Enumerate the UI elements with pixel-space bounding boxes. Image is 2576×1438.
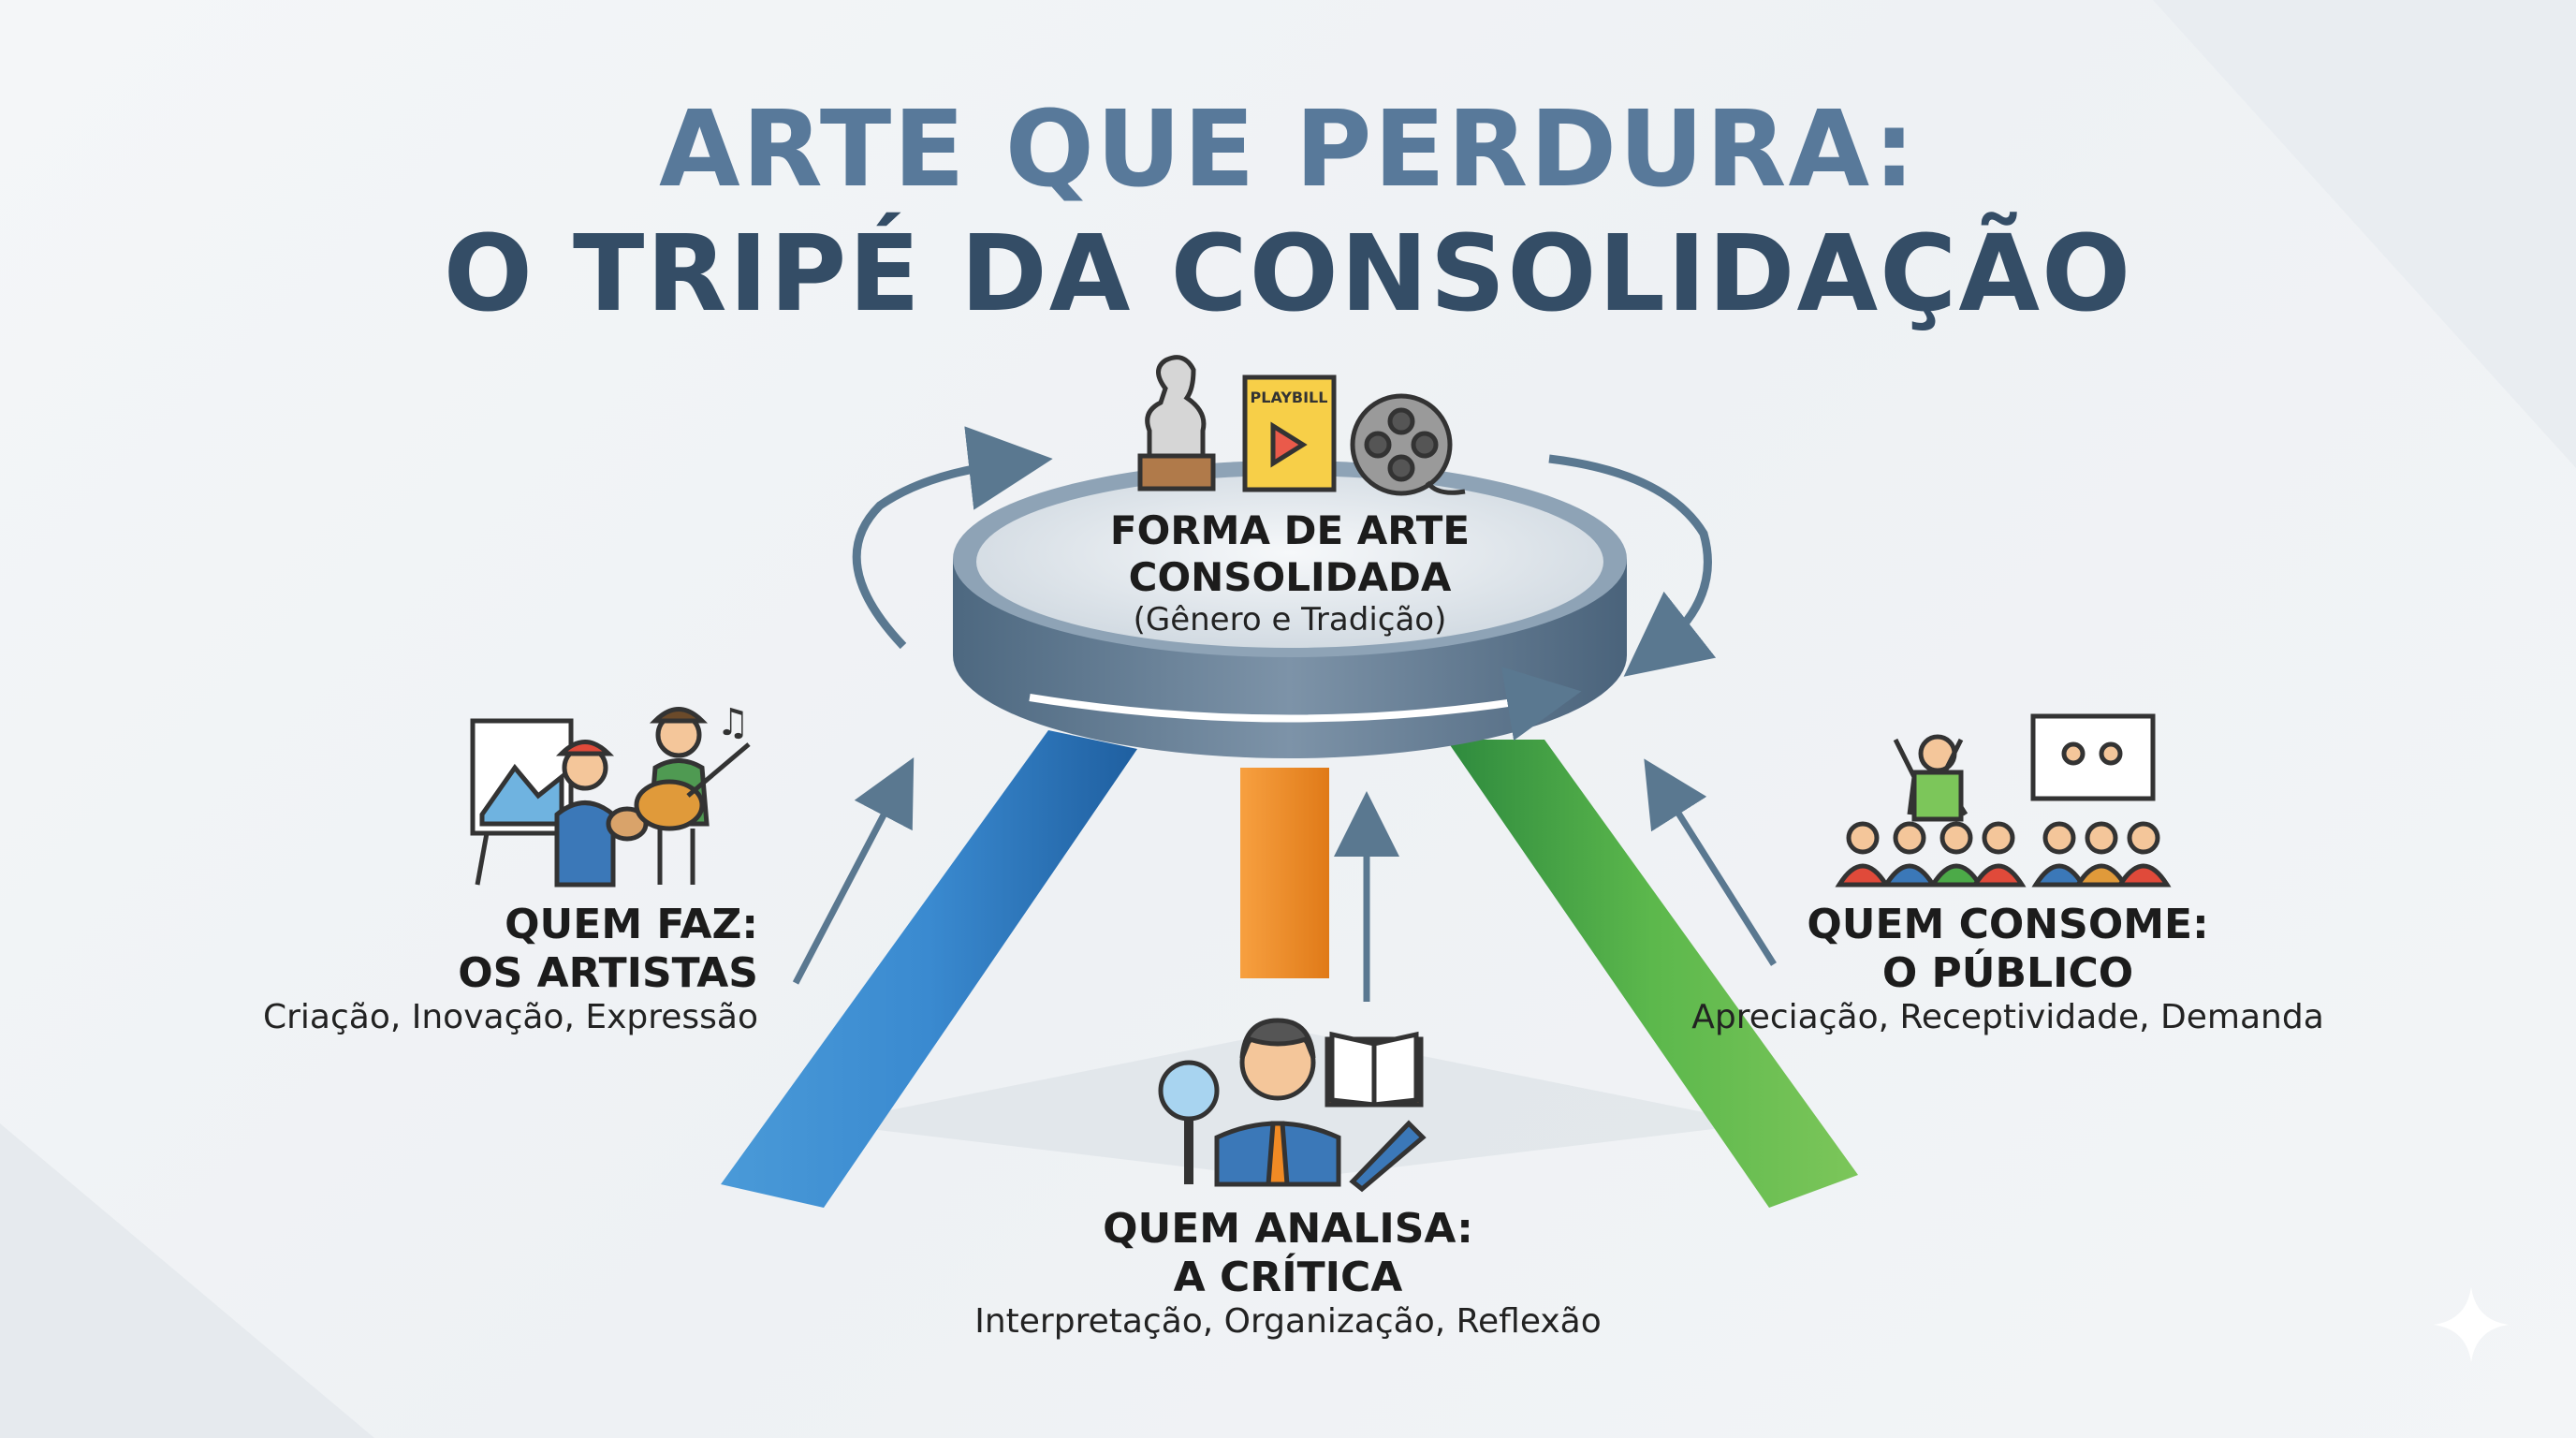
critics-heading-1: QUEM ANALISA: <box>1103 1205 1473 1253</box>
critic-icon <box>1158 1018 1341 1187</box>
background-facet <box>2153 0 2576 468</box>
cycle-arrow-right <box>1548 454 1717 677</box>
svg-text:PLAYBILL: PLAYBILL <box>1251 389 1328 406</box>
audience-subtitle: Apreciação, Receptividade, Demanda <box>1691 998 2324 1036</box>
shadow <box>824 1030 1760 1180</box>
critics-label: QUEM ANALISA: A CRÍTICA Interpretação, O… <box>974 1205 1602 1341</box>
bust-icon <box>1137 355 1216 492</box>
cycle-arrow-left <box>852 426 1053 650</box>
arrow-up-audience <box>1644 758 1777 966</box>
painter-icon <box>470 718 649 888</box>
audience-heading-2: O PÚBLICO <box>1881 949 2134 997</box>
title-line-1: ARTE QUE PERDURA: <box>659 89 1917 211</box>
background-facet <box>0 1123 374 1438</box>
screen-audience-icon <box>2030 713 2172 888</box>
guitarist-icon: ♫ <box>634 701 751 885</box>
audience-heading-1: QUEM CONSOME: <box>1807 901 2209 948</box>
seat-top <box>976 476 1603 648</box>
artists-subtitle: Criação, Inovação, Expressão <box>262 998 758 1036</box>
sparkle-icon <box>2434 1287 2509 1362</box>
film-reel-icon <box>1350 393 1466 496</box>
critics-heading-2: A CRÍTICA <box>1173 1254 1403 1301</box>
book-icon <box>1325 1031 1424 1108</box>
seat-rotation-arrow <box>1029 667 1582 741</box>
audience-label: QUEM CONSOME: O PÚBLICO Apreciação, Rece… <box>1691 901 2324 1036</box>
audience-icon <box>1835 734 2027 888</box>
green-leg-audience <box>1446 740 1858 1208</box>
pen-icon <box>1349 1120 1427 1193</box>
critics-subtitle: Interpretação, Organização, Reflexão <box>974 1302 1602 1341</box>
seat-heading-2: CONSOLIDADA <box>1128 554 1452 600</box>
artists-heading-2: OS ARTISTAS <box>458 949 758 997</box>
artists-heading-1: QUEM FAZ: <box>505 901 758 948</box>
orange-leg-critics <box>1240 768 1329 978</box>
playbill-icon: PLAYBILL <box>1242 374 1337 492</box>
blue-leg-artists <box>721 730 1137 1208</box>
seat-subtitle: (Gênero e Tradição) <box>1133 601 1447 638</box>
seat-label: FORMA DE ARTE CONSOLIDADA (Gênero e Trad… <box>1110 507 1470 638</box>
artists-label: QUEM FAZ: OS ARTISTAS Criação, Inovação,… <box>263 901 758 1036</box>
arrow-up-artists <box>792 756 915 985</box>
seat-heading-1: FORMA DE ARTE <box>1109 507 1471 553</box>
title-line-2: O TRIPÉ DA CONSOLIDAÇÃO <box>443 213 2133 335</box>
svg-text:♫: ♫ <box>716 701 750 744</box>
